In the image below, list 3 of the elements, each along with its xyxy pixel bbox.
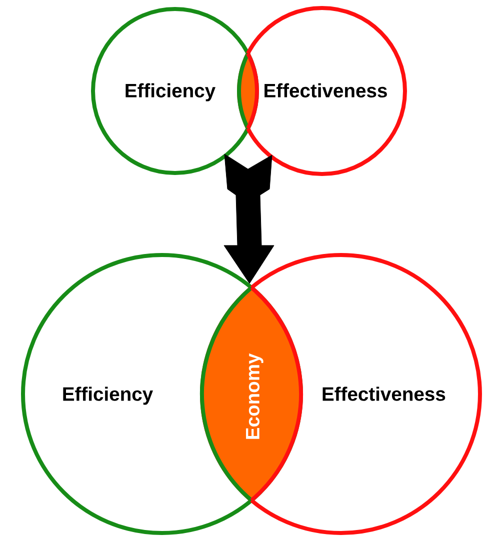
overlap-lens — [237, 52, 259, 130]
block-arrow — [224, 154, 274, 284]
overlap-lens: Economy — [200, 286, 303, 502]
